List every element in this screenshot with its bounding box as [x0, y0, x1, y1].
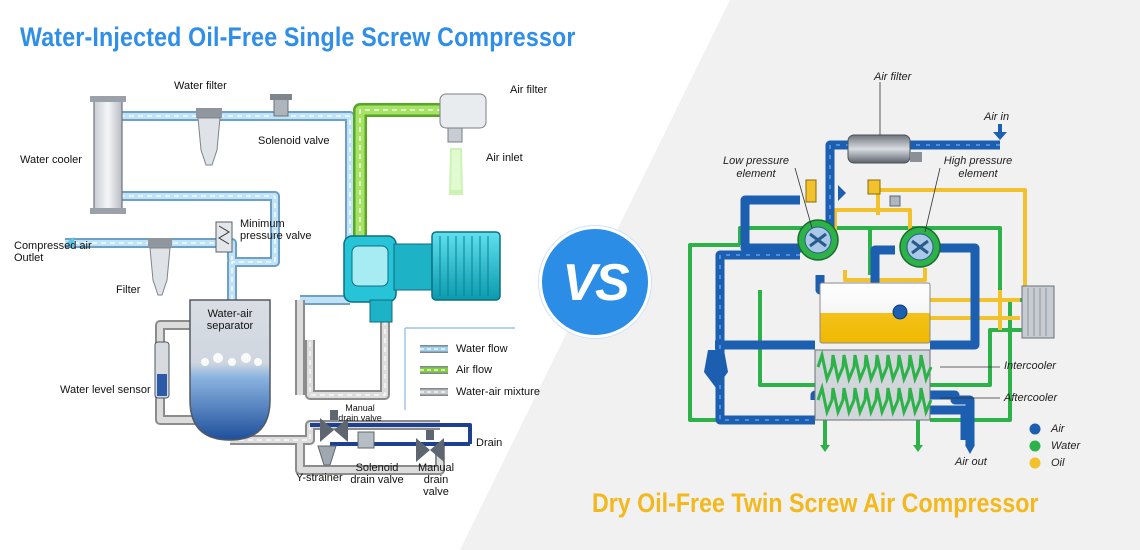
legend-dot-air	[1029, 423, 1041, 435]
label-water-air-separator: Water-air separator	[206, 308, 254, 332]
oil-tank	[819, 282, 931, 344]
right-title: Dry Oil-Free Twin Screw Air Compressor	[592, 488, 1039, 518]
outlet-filter	[148, 238, 172, 296]
high-pressure-element	[899, 226, 941, 268]
leader-lines	[794, 82, 1000, 399]
legend-label-oil: Oil	[1051, 457, 1065, 469]
label-low-pressure-element: Low pressure element	[722, 155, 790, 180]
label-manual-drain-valve-small: Manual drain valve	[338, 403, 382, 423]
air-pipe-highlights	[719, 144, 1000, 421]
vs-badge: VS	[539, 226, 651, 338]
label-air-filter-right: Air filter	[874, 71, 912, 83]
label-water-cooler: Water cooler	[20, 154, 82, 166]
label-solenoid-drain-valve: Solenoid drain valve	[350, 462, 404, 486]
compressor-and-motor	[343, 231, 501, 323]
label-high-pressure-element: High pressure element	[943, 155, 1013, 180]
left-legend	[404, 327, 515, 410]
label-air-out: Air out	[955, 456, 987, 468]
legend-dot-oil	[1029, 457, 1041, 469]
legend-dot-water	[1029, 440, 1041, 452]
air-filter	[439, 93, 487, 195]
water-air-separator	[189, 299, 271, 441]
water-cooler	[90, 96, 126, 214]
moisture-separator	[704, 350, 728, 388]
label-minimum-pressure-valve: Minimum pressure valve	[240, 218, 312, 242]
legend-label-air: Air	[1051, 423, 1065, 435]
cooler-coil	[816, 382, 933, 418]
top-valves	[805, 179, 901, 207]
left-title: Water-Injected Oil-Free Single Screw Com…	[20, 22, 576, 52]
cooler-coil	[816, 349, 933, 385]
water-filter	[196, 108, 222, 166]
label-water-level-sensor: Water level sensor	[60, 384, 151, 396]
air-in-arrow	[993, 124, 1007, 140]
legend-label-water-air-mixture: Water-air mixture	[456, 386, 540, 398]
solenoid-valve-top	[270, 94, 292, 117]
right-legend	[1029, 423, 1041, 469]
label-air-in: Air in	[984, 111, 1010, 123]
label-filter: Filter	[116, 284, 141, 296]
air-filter-cylinder	[847, 134, 922, 164]
label-intercooler: Intercooler	[1004, 360, 1056, 372]
label-y-strainer: Y-strainer	[296, 472, 343, 484]
drain-valves	[317, 410, 444, 466]
air-flow-pipe	[353, 103, 440, 240]
label-air-filter: Air filter	[510, 84, 548, 96]
minimum-pressure-valve	[215, 221, 233, 253]
label-solenoid-valve: Solenoid valve	[258, 135, 330, 147]
legend-label-air-flow: Air flow	[456, 364, 493, 376]
water-level-sensor	[154, 341, 170, 399]
compressed-air-outlet-arrow	[66, 237, 74, 249]
vs-text: VS	[562, 254, 629, 312]
drain-arrows	[820, 445, 975, 454]
label-manual-drain-valve: Manual drain valve	[417, 462, 455, 498]
label-air-inlet: Air inlet	[486, 152, 523, 164]
label-compressed-air-outlet: Compressed air Outlet	[14, 240, 92, 264]
cooler-bank	[814, 349, 933, 421]
legend-label-water: Water	[1051, 440, 1081, 452]
label-drain: Drain	[476, 437, 503, 449]
label-aftercooler: Aftercooler	[1004, 392, 1058, 404]
oil-cooler-radiator	[1021, 285, 1055, 339]
label-water-filter: Water filter	[174, 80, 227, 92]
legend-label-water-flow: Water flow	[456, 343, 508, 355]
low-pressure-element	[797, 219, 839, 261]
